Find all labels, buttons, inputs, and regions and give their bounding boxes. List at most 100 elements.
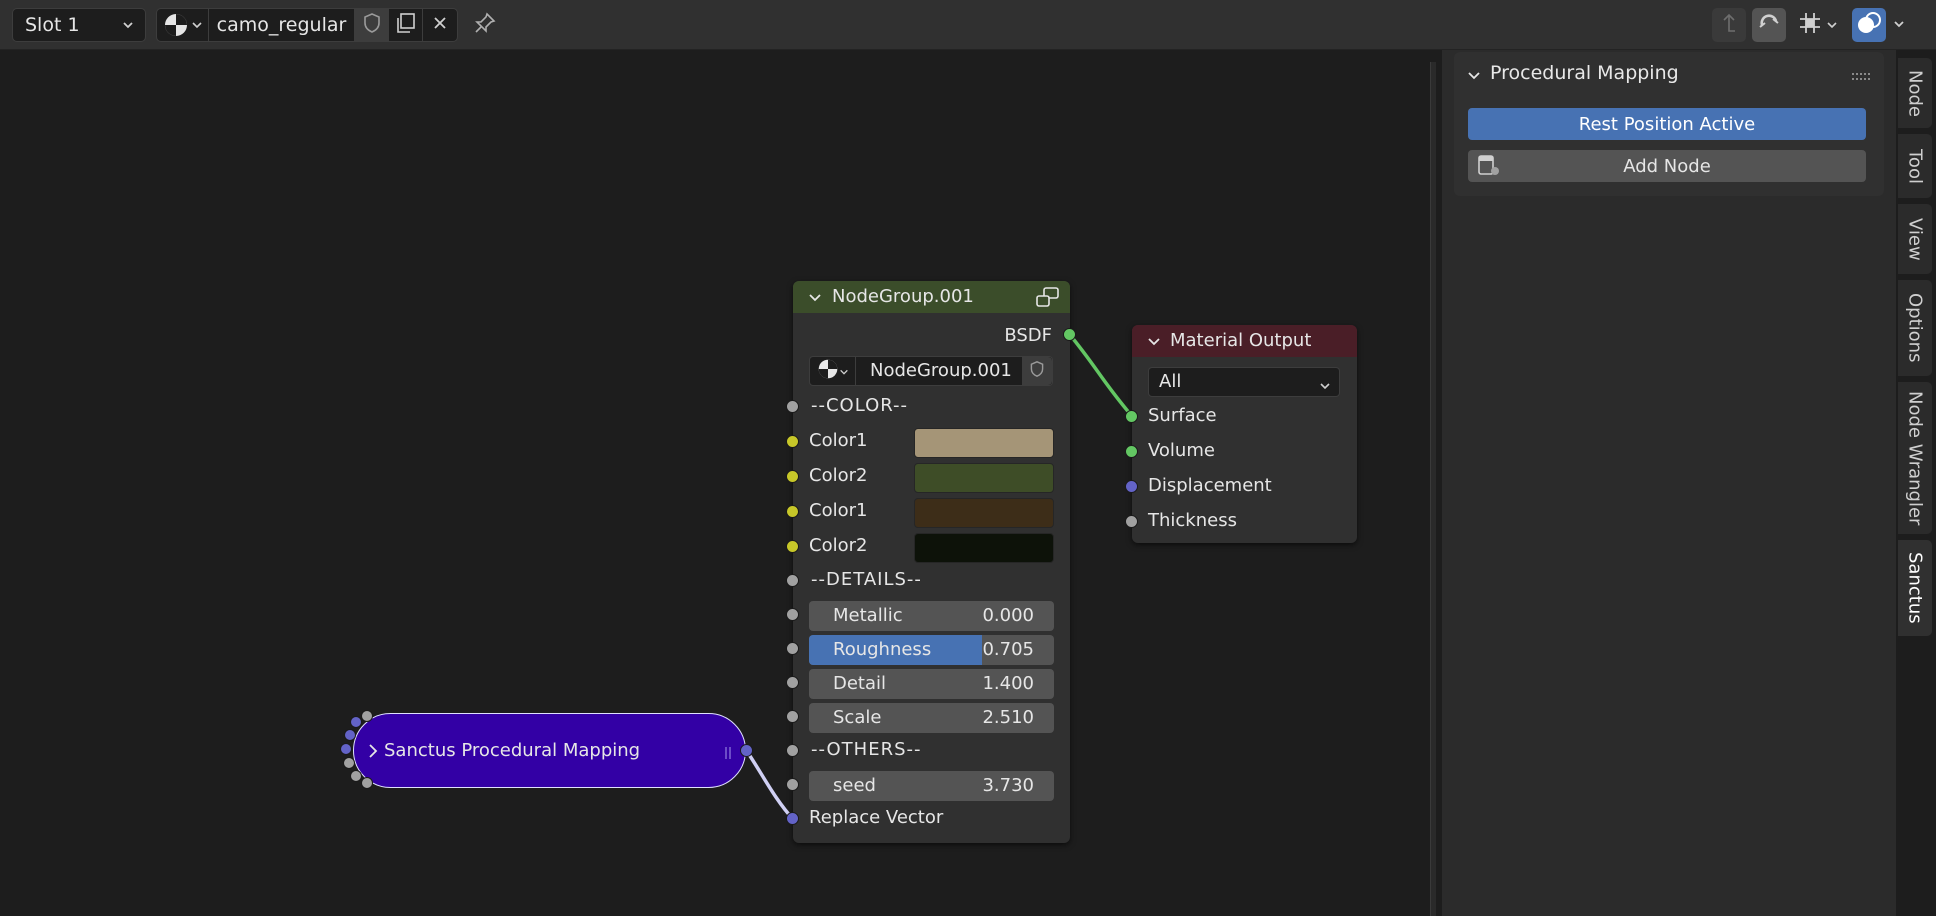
region-divider[interactable] xyxy=(1430,62,1436,916)
metallic-socket[interactable] xyxy=(786,608,799,621)
sanctus-input-socket[interactable] xyxy=(350,770,362,782)
roughness-label: Roughness xyxy=(833,639,932,660)
panel-title[interactable]: Procedural Mapping xyxy=(1490,62,1679,84)
chevron-down-icon xyxy=(1826,15,1838,36)
pin-button[interactable] xyxy=(468,8,502,42)
material-browse-button[interactable] xyxy=(157,9,209,41)
add-node-button[interactable]: Add Node xyxy=(1468,150,1866,182)
slot-label: Slot 1 xyxy=(25,14,80,36)
expand-chevron-icon[interactable] xyxy=(366,742,380,765)
rest-position-button[interactable]: Rest Position Active xyxy=(1468,108,1866,140)
color2-label: Color2 xyxy=(809,465,868,486)
material-name-field[interactable]: camo_regular xyxy=(209,9,355,41)
color2b-swatch[interactable] xyxy=(914,533,1054,563)
section-details-label: --DETAILS-- xyxy=(811,569,922,590)
roughness-socket[interactable] xyxy=(786,642,799,655)
sanctus-input-socket[interactable] xyxy=(340,743,352,755)
surface-socket[interactable] xyxy=(1125,410,1138,423)
fake-user-button[interactable] xyxy=(1022,357,1052,385)
sanctus-input-socket[interactable] xyxy=(361,710,373,722)
nodegroup-node[interactable]: NodeGroup.001 BSDF NodeGroup.001 --COLOR… xyxy=(786,281,1076,843)
sanctus-mapping-node[interactable]: Sanctus Procedural Mapping xyxy=(353,713,746,788)
material-output-node[interactable]: Material Output All Surface Volume Displ… xyxy=(1125,325,1357,543)
fake-user-button[interactable] xyxy=(355,9,389,41)
nodegroup-browse-button[interactable] xyxy=(810,357,856,385)
tab-view[interactable]: View xyxy=(1898,204,1932,274)
displacement-socket[interactable] xyxy=(1125,480,1138,493)
color2-swatch[interactable] xyxy=(914,463,1054,493)
sanctus-input-socket[interactable] xyxy=(361,777,373,789)
collapse-chevron-icon[interactable] xyxy=(1146,334,1162,355)
color2b-label: Color2 xyxy=(809,535,868,556)
overlay-icon xyxy=(1856,10,1882,41)
scale-field[interactable]: Scale 2.510 xyxy=(809,703,1054,733)
color1b-label: Color1 xyxy=(809,500,868,521)
pin-icon xyxy=(473,11,497,40)
snap-target-dropdown[interactable] xyxy=(1792,8,1844,42)
material-name: camo_regular xyxy=(216,14,347,36)
overlays-toggle-button[interactable] xyxy=(1852,8,1886,42)
section-details-socket[interactable] xyxy=(786,574,799,587)
color1b-swatch[interactable] xyxy=(914,498,1054,528)
thickness-label: Thickness xyxy=(1148,510,1237,531)
seed-label: seed xyxy=(833,775,876,796)
replace-vector-label: Replace Vector xyxy=(809,807,944,828)
color2-socket[interactable] xyxy=(786,470,799,483)
overlays-dropdown[interactable] xyxy=(1886,8,1912,42)
metallic-label: Metallic xyxy=(833,605,903,626)
nodegroup-header[interactable]: NodeGroup.001 xyxy=(793,281,1070,313)
detail-socket[interactable] xyxy=(786,676,799,689)
sanctus-input-socket[interactable] xyxy=(344,729,356,741)
tab-node[interactable]: Node xyxy=(1898,58,1932,128)
thickness-socket[interactable] xyxy=(1125,515,1138,528)
slot-dropdown[interactable]: Slot 1 xyxy=(12,8,146,42)
sanctus-input-socket[interactable] xyxy=(343,757,355,769)
nodetree-icon[interactable] xyxy=(1036,287,1060,312)
sanctus-input-socket[interactable] xyxy=(350,716,362,728)
detail-field[interactable]: Detail 1.400 xyxy=(809,669,1054,699)
parent-node-tree-button[interactable] xyxy=(1712,8,1746,42)
grip-icon xyxy=(723,744,733,765)
metallic-field[interactable]: Metallic 0.000 xyxy=(809,601,1054,631)
grip-icon[interactable] xyxy=(1852,66,1872,87)
seed-value: 3.730 xyxy=(982,775,1034,796)
target-dropdown[interactable]: All xyxy=(1148,367,1340,397)
color1-swatch[interactable] xyxy=(914,428,1054,458)
unlink-material-button[interactable] xyxy=(423,9,457,41)
close-icon xyxy=(432,15,448,36)
nodegroup-datablock-name[interactable]: NodeGroup.001 xyxy=(870,360,1012,381)
collapse-chevron-icon[interactable] xyxy=(807,290,823,311)
color2b-socket[interactable] xyxy=(786,540,799,553)
tab-sanctus[interactable]: Sanctus xyxy=(1898,540,1932,636)
scale-value: 2.510 xyxy=(982,707,1034,728)
sidebar-tabs: Node Tool View Options Node Wrangler San… xyxy=(1896,50,1936,916)
section-others-socket[interactable] xyxy=(786,744,799,757)
roughness-fill xyxy=(809,635,982,665)
add-node-icon xyxy=(1476,154,1502,183)
nodegroup-datablock-selector: NodeGroup.001 xyxy=(809,356,1053,386)
sanctus-output-socket[interactable] xyxy=(740,744,753,757)
section-color-socket[interactable] xyxy=(786,400,799,413)
chevron-down-icon xyxy=(1892,15,1906,36)
duplicate-icon xyxy=(395,12,417,39)
seed-socket[interactable] xyxy=(786,778,799,791)
color1-socket[interactable] xyxy=(786,435,799,448)
material-output-header[interactable]: Material Output xyxy=(1132,325,1357,357)
color1b-socket[interactable] xyxy=(786,505,799,518)
bsdf-output-socket[interactable] xyxy=(1063,328,1076,341)
panel-collapse-icon[interactable] xyxy=(1466,68,1482,89)
bsdf-output-label: BSDF xyxy=(1004,325,1052,346)
tab-node-wrangler[interactable]: Node Wrangler xyxy=(1898,382,1932,534)
material-sphere-icon xyxy=(817,358,839,385)
replace-vector-socket[interactable] xyxy=(786,812,799,825)
snap-toggle-button[interactable] xyxy=(1752,8,1786,42)
magnet-icon xyxy=(1757,11,1781,40)
shield-icon xyxy=(362,12,382,39)
roughness-field[interactable]: Roughness 0.705 xyxy=(809,635,1054,665)
volume-socket[interactable] xyxy=(1125,445,1138,458)
seed-field[interactable]: seed 3.730 xyxy=(809,771,1054,801)
tab-options[interactable]: Options xyxy=(1898,280,1932,376)
duplicate-material-button[interactable] xyxy=(389,9,423,41)
scale-socket[interactable] xyxy=(786,710,799,723)
tab-tool[interactable]: Tool xyxy=(1898,134,1932,198)
